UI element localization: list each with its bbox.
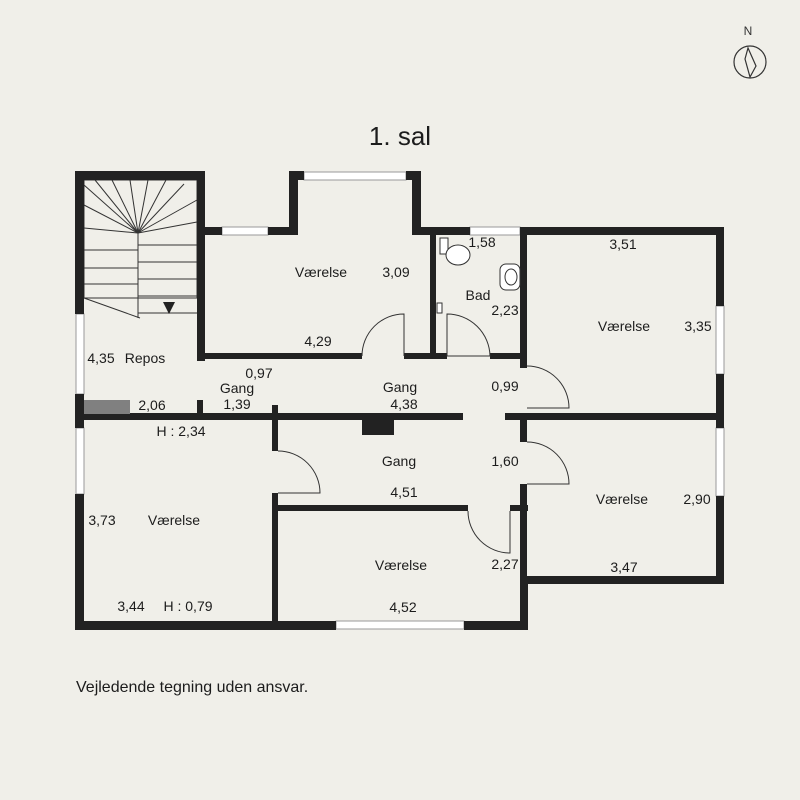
tap-icon [436, 302, 443, 314]
label-room-south-bottom: 4,52 [389, 599, 416, 615]
stair-down-arrow-icon [163, 302, 175, 314]
label-room-west: Værelse [148, 512, 200, 528]
label-gang2-length: 4,38 [390, 396, 417, 412]
door-top-room [361, 313, 405, 357]
label-room-ne-side: 3,35 [684, 318, 711, 334]
door-se-room [526, 441, 570, 485]
label-gang2-width: 0,99 [491, 378, 518, 394]
walls [75, 171, 724, 630]
label-gang1: Gang [220, 380, 254, 396]
compass-north-letter: N [744, 24, 753, 38]
compass-needle-icon [744, 46, 757, 79]
label-room-ne-top: 3,51 [609, 236, 636, 252]
label-height-2: H : 0,79 [163, 598, 212, 614]
door-south-room [467, 510, 511, 554]
label-height-1: H : 2,34 [156, 423, 205, 439]
disclaimer-text: Vejledende tegning uden ansvar. [76, 679, 308, 696]
label-gang1-length: 1,39 [223, 396, 250, 412]
door-west-room [277, 450, 321, 494]
label-gang2: Gang [383, 379, 417, 395]
label-room-top-length: 4,29 [304, 333, 331, 349]
label-bath: Bad [466, 287, 491, 303]
label-room-west-bottom: 3,44 [117, 598, 144, 614]
landing-block [84, 400, 130, 414]
label-bath-width: 1,58 [468, 234, 495, 250]
compass: N [733, 24, 767, 79]
label-stair-width: 2,06 [138, 397, 165, 413]
label-gang3: Gang [382, 453, 416, 469]
doors [277, 313, 570, 554]
label-room-se-bottom: 3,47 [610, 559, 637, 575]
label-room-west-side: 3,73 [88, 512, 115, 528]
door-bath [446, 313, 491, 357]
label-room-south-side: 2,27 [491, 556, 518, 572]
staircase [83, 178, 198, 319]
label-repos: Repos [125, 350, 165, 366]
label-bath-length: 2,23 [491, 302, 518, 318]
sink-icon [499, 263, 521, 291]
bath-fixtures [436, 237, 521, 314]
label-gang3-length: 4,51 [390, 484, 417, 500]
room-labels: Værelse 3,09 4,29 1,58 Bad 2,23 3,51 Vær… [87, 234, 711, 615]
label-room-ne: Værelse [598, 318, 650, 334]
label-room-top: Værelse [295, 264, 347, 280]
label-room-se: Værelse [596, 491, 648, 507]
label-room-top-width: 3,09 [382, 264, 409, 280]
label-gang3-width: 1,60 [491, 453, 518, 469]
label-gang1-width: 0,97 [245, 365, 272, 381]
floor-title: 1. sal [369, 121, 431, 151]
label-room-se-side: 2,90 [683, 491, 710, 507]
label-room-south: Værelse [375, 557, 427, 573]
compass-ring-icon [733, 45, 767, 79]
door-ne-room [526, 365, 570, 409]
toilet-icon [439, 237, 471, 266]
label-repos-length: 4,35 [87, 350, 114, 366]
